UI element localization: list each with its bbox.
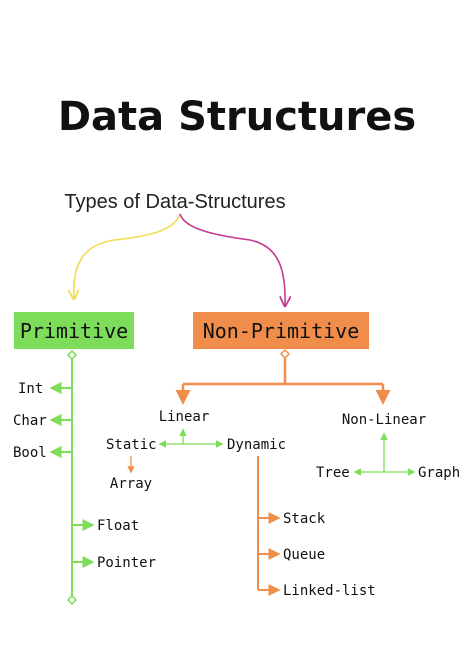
char-label: Char [13, 413, 47, 429]
graph-label: Graph [418, 465, 460, 481]
non-primitive-label: Non-Primitive [203, 319, 360, 343]
linked-list-label: Linked-list [283, 583, 376, 599]
linear-label: Linear [159, 409, 210, 425]
float-label: Float [97, 518, 139, 534]
static-label: Static [106, 437, 157, 453]
array-label: Array [110, 476, 152, 492]
primitive-trunk-bottom-diamond [66, 594, 78, 606]
primitive-curve-arrow [74, 213, 181, 298]
int-label: Int [18, 381, 43, 397]
page-title: Data Structures [58, 94, 416, 140]
queue-label: Queue [283, 547, 325, 563]
diagram-subtitle: Types of Data-Structures [64, 191, 285, 213]
stack-label: Stack [283, 511, 326, 527]
dynamic-label: Dynamic [227, 437, 286, 453]
primitive-trunk-top-diamond [66, 349, 78, 361]
pointer-label: Pointer [97, 555, 156, 571]
non-primitive-box [193, 312, 369, 349]
non-linear-label: Non-Linear [342, 412, 426, 428]
non-primitive-curve-arrow [179, 213, 285, 305]
primitive-box [14, 312, 134, 349]
tree-label: Tree [316, 465, 350, 481]
primitive-label: Primitive [20, 319, 128, 343]
non-primitive-stem-diamond [279, 348, 291, 360]
bool-label: Bool [13, 445, 47, 461]
